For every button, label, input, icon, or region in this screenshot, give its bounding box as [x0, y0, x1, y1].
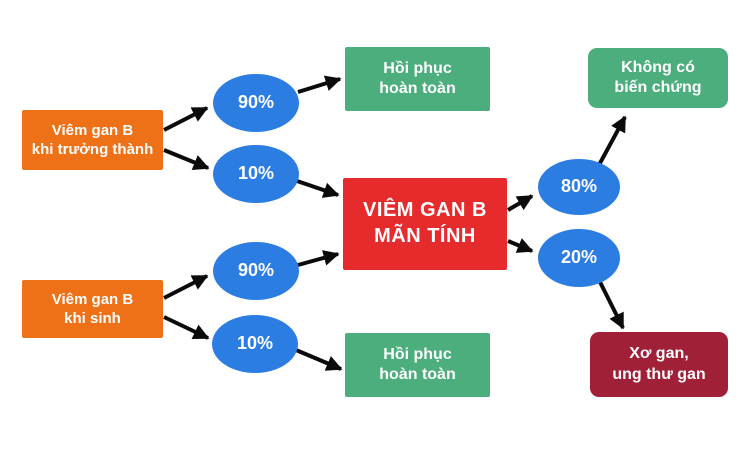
node-percent-80: 80%	[538, 159, 620, 215]
arrow-80-to-no-complications	[597, 115, 627, 166]
arrow-birth-to-10	[163, 315, 210, 340]
arrow-chronic-to-80	[506, 194, 534, 212]
arrow-adult-to-10	[163, 148, 210, 170]
arrow-20-to-cirrhosis	[597, 279, 625, 330]
arrow-90-to-recovery-top	[297, 75, 342, 94]
node-recovery-bottom: Hồi phục hoàn toàn	[345, 333, 490, 397]
arrow-90-to-chronic	[297, 250, 340, 267]
node-percent-10-birth: 10%	[212, 315, 298, 373]
arrow-birth-to-90	[163, 274, 209, 300]
arrow-10-to-recovery-bottom	[295, 348, 343, 371]
node-hepb-adult: Viêm gan B khi trưởng thành	[22, 110, 163, 170]
arrow-adult-to-90	[163, 106, 209, 132]
node-percent-20: 20%	[538, 229, 620, 287]
arrow-chronic-to-20	[507, 238, 534, 253]
node-recovery-top: Hồi phục hoàn toàn	[345, 47, 490, 111]
node-chronic-hepb: VIÊM GAN B MÃN TÍNH	[343, 178, 507, 270]
arrow-10-to-chronic	[296, 179, 340, 198]
node-percent-90-birth: 90%	[213, 242, 299, 300]
node-hepb-birth: Viêm gan B khi sinh	[22, 280, 163, 338]
node-percent-10-adult: 10%	[213, 145, 299, 203]
node-no-complications: Không có biến chứng	[588, 48, 728, 108]
node-cirrhosis-cancer: Xơ gan, ung thư gan	[590, 332, 728, 397]
node-percent-90-adult: 90%	[213, 74, 299, 132]
